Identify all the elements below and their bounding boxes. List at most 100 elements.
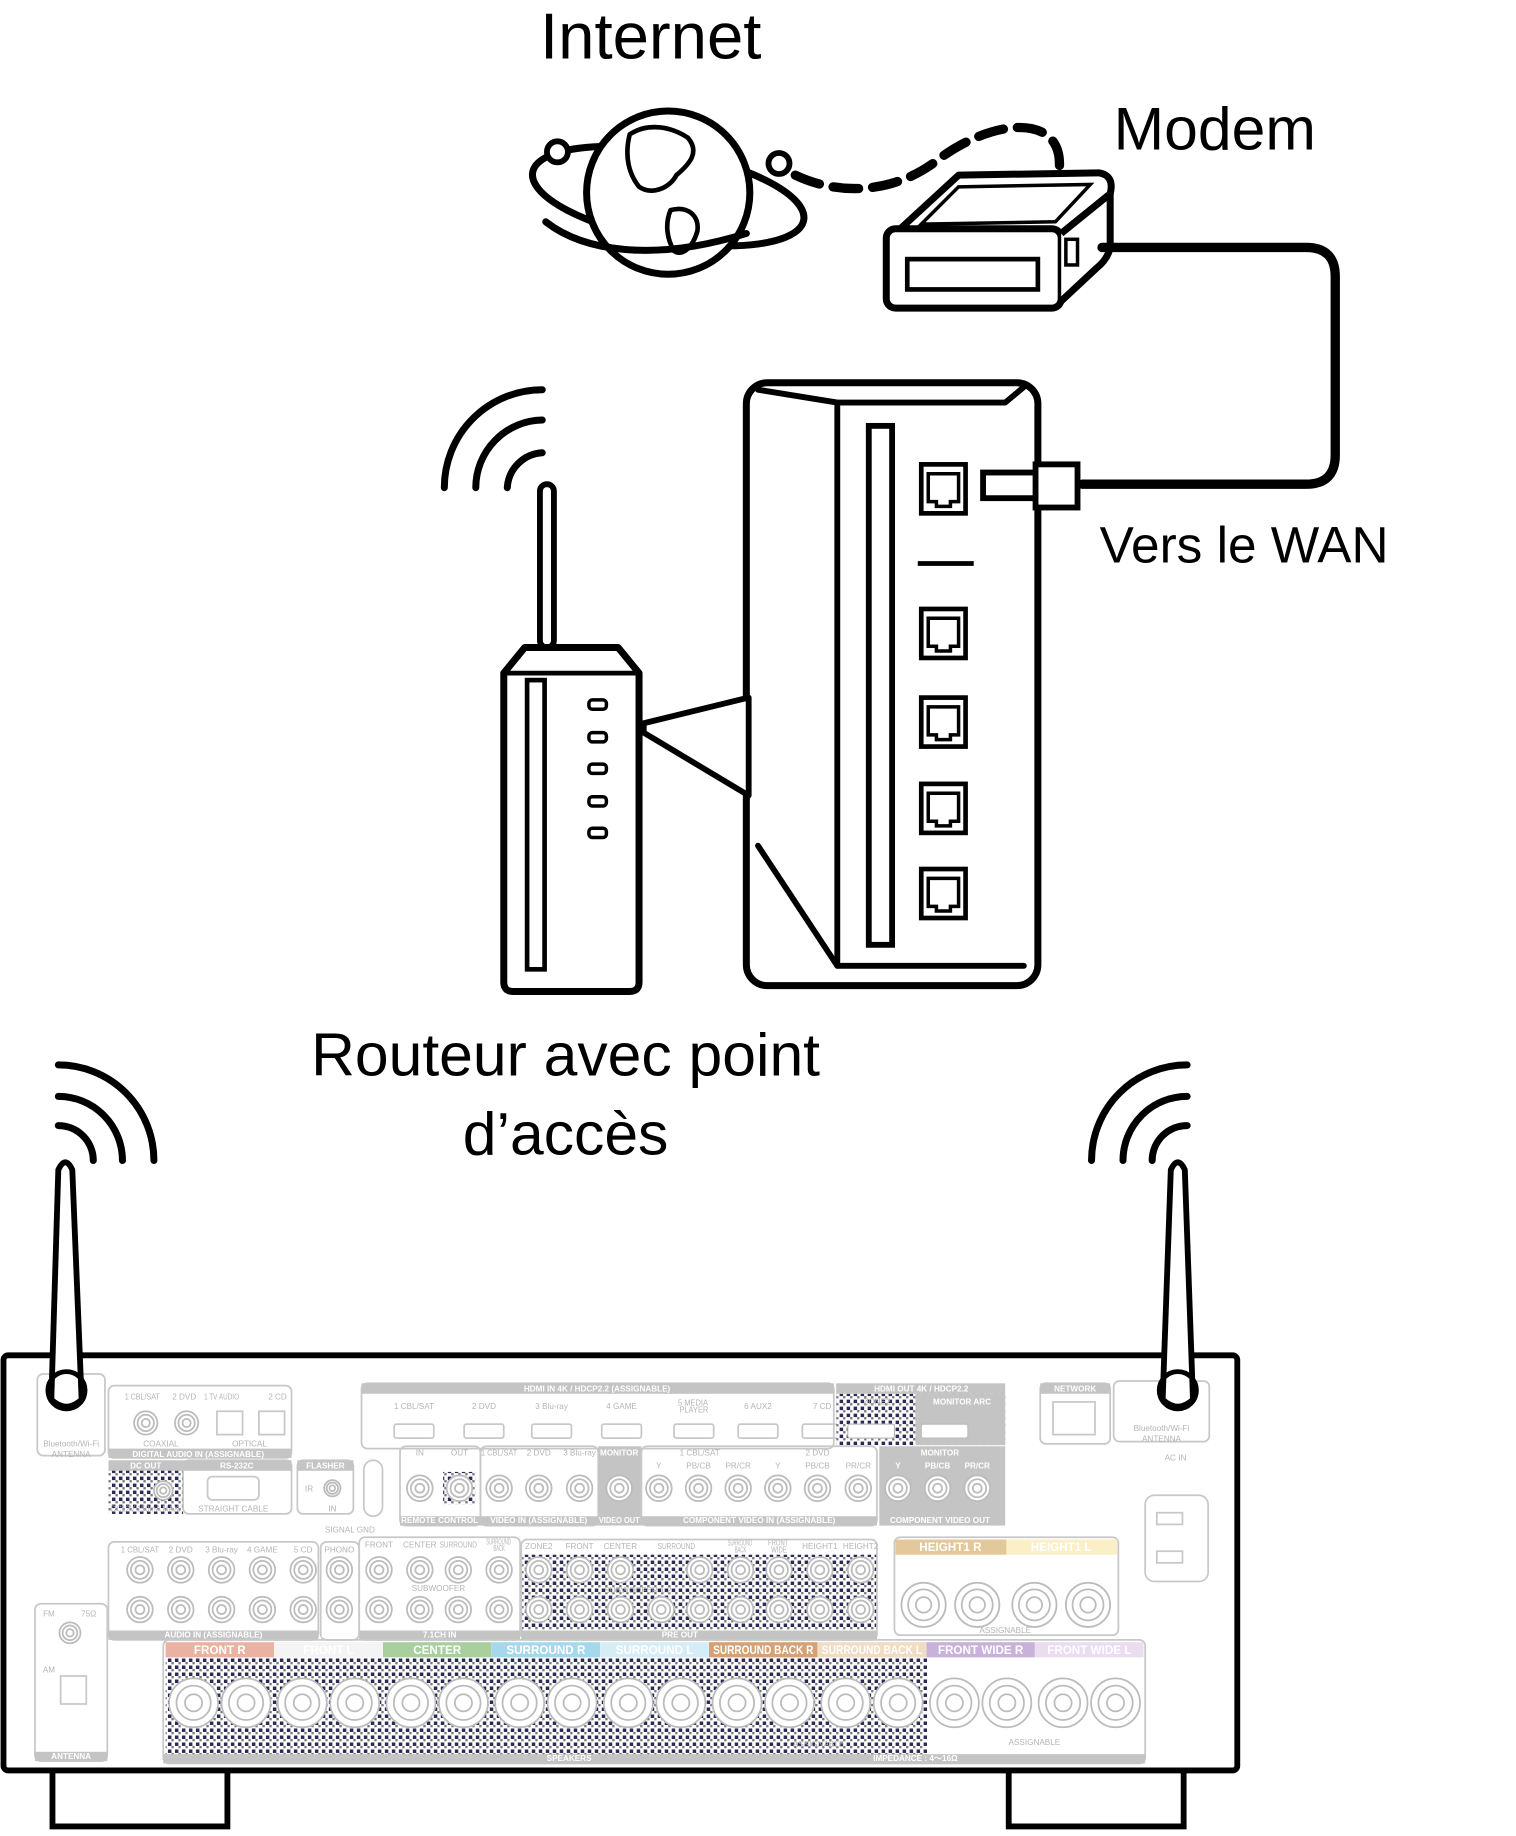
jack-ring <box>554 1684 591 1721</box>
jack-ring <box>501 1684 538 1721</box>
rca-jack <box>325 1595 354 1624</box>
jack-center <box>333 1564 345 1576</box>
jack-ring <box>130 1560 150 1580</box>
component-out-label: COMPONENT VIDEO OUT <box>890 1516 990 1525</box>
audio-input-label: 5 CD <box>294 1545 313 1554</box>
rca-jack <box>684 1474 713 1502</box>
jack-center <box>292 1693 312 1713</box>
network-label: NETWORK <box>1054 1384 1096 1393</box>
lan-port-icon <box>918 695 968 749</box>
dc-out-jack <box>153 1480 174 1501</box>
jack-center <box>671 1693 691 1713</box>
speaker-terminal <box>764 1677 815 1729</box>
rca-jack <box>207 1556 236 1584</box>
jack-center <box>888 1693 908 1713</box>
pre-out-channel-label: ZONE2 <box>525 1542 553 1551</box>
jack-ring <box>293 1560 314 1580</box>
jack-ring <box>1017 1588 1051 1622</box>
jack-ring <box>175 1684 212 1721</box>
router-label-line2: d’accès <box>463 1100 669 1168</box>
digital-audio-in-bar <box>108 1448 292 1458</box>
jack-ring <box>284 1684 321 1721</box>
jack-ring <box>211 1560 232 1580</box>
speaker-label: FRONT WIDE R <box>938 1644 1024 1657</box>
component-channel-label: Y <box>895 1461 901 1470</box>
hdmi-out-label: HDMI OUT 4K / HDCP2.2 <box>874 1384 969 1393</box>
speaker-terminal <box>276 1677 328 1729</box>
audio-input-label: 3 Blu-ray <box>205 1545 239 1554</box>
jack-center <box>184 1693 204 1713</box>
modem-label: Modem <box>1114 95 1316 163</box>
jack-center <box>892 1482 904 1494</box>
coaxial-label: COAXIAL <box>143 1439 179 1448</box>
jack-center <box>510 1693 530 1713</box>
audio-in-bar <box>108 1630 319 1640</box>
jack-ring <box>170 1599 191 1620</box>
rca-jack <box>803 1474 832 1502</box>
jack-center <box>1079 1596 1097 1614</box>
rca-jack <box>884 1474 912 1502</box>
rca-jack <box>764 1474 792 1502</box>
component-channel-label: PB/CB <box>686 1461 711 1470</box>
digital-input-label: 2 DVD <box>172 1393 196 1402</box>
video-input-label: 3 Blu-ray <box>563 1449 597 1458</box>
jack-center <box>1053 1693 1073 1713</box>
speaker-terminal <box>385 1677 437 1729</box>
jack-center <box>257 1604 268 1615</box>
hdmi-input-label: 6 AUX2 <box>744 1402 772 1411</box>
rca-jack <box>289 1556 317 1584</box>
speaker-terminal <box>954 1581 1001 1628</box>
jack-ring <box>130 1599 150 1620</box>
component-in-label: COMPONENT VIDEO IN (ASSIGNABLE) <box>683 1516 836 1525</box>
coaxial-jack <box>174 1410 200 1436</box>
pre-out-jack <box>806 1595 834 1624</box>
jack-ring <box>329 1560 350 1580</box>
speaker-header <box>165 1642 275 1658</box>
wan-port-icon <box>918 462 968 516</box>
pre-out-jack <box>525 1556 553 1584</box>
height-box <box>893 1536 1120 1637</box>
component-channel-label: PR/CR <box>725 1461 750 1470</box>
jack-center <box>773 1604 785 1615</box>
speaker-terminal <box>438 1677 489 1729</box>
rca-jack <box>645 1474 673 1502</box>
ac-in-label: AC IN <box>1165 1453 1187 1462</box>
speaker-header <box>491 1642 601 1658</box>
speakers-label: SPEAKERS <box>547 1754 592 1763</box>
jack-center <box>345 1693 365 1713</box>
jack-ring <box>610 1684 647 1721</box>
speaker-terminal <box>655 1677 707 1729</box>
jack-center <box>852 1482 864 1494</box>
remote-control-bar <box>399 1516 481 1526</box>
jack-ring <box>155 1483 171 1498</box>
bt-antenna-label: ANTENNA <box>1142 1435 1182 1444</box>
pre-out-channel-label: FRONT <box>566 1542 594 1551</box>
jack-ring <box>888 1478 908 1499</box>
speaker-label: SURROUND BACK L <box>822 1644 922 1657</box>
jack-center <box>181 1417 192 1428</box>
jack-center <box>574 1564 585 1576</box>
jack-center <box>693 1482 704 1494</box>
component-monitor-label: MONITOR <box>921 1449 959 1458</box>
jack-center <box>452 1604 464 1615</box>
jack-center <box>533 1604 545 1615</box>
port-socket <box>926 616 961 653</box>
zoom-callout <box>640 694 752 799</box>
jack-ring <box>448 1599 469 1620</box>
antenna-label: ANTENNA <box>51 1752 91 1761</box>
pre-out-jack <box>525 1595 553 1624</box>
flasher-label: FLASHER <box>306 1461 345 1470</box>
video-in-label: VIDEO IN (ASSIGNABLE) <box>490 1516 587 1525</box>
rca-jack <box>406 1556 434 1584</box>
height-label: HEIGHT1 L <box>1031 1541 1092 1554</box>
ir-label: IR <box>305 1485 313 1494</box>
jack-center <box>727 1693 747 1713</box>
pre-out-bar <box>521 1630 877 1640</box>
speaker-header <box>274 1642 383 1658</box>
jack-center <box>735 1604 746 1615</box>
dc-out-bar <box>108 1460 184 1471</box>
speaker-terminal <box>711 1677 763 1729</box>
port-socket <box>926 876 961 913</box>
lan-port-icon <box>918 866 968 921</box>
pre-out-jack <box>726 1556 755 1584</box>
